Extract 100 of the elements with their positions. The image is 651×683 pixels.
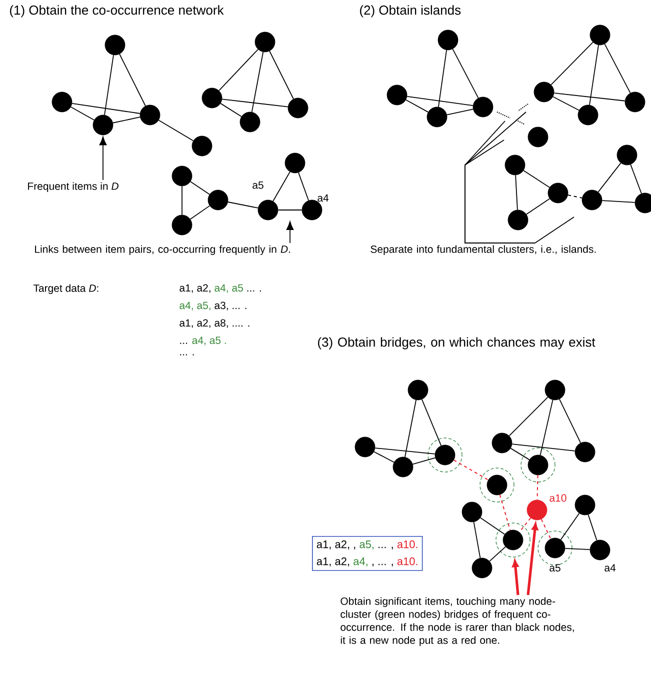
graph-link <box>228 202 258 208</box>
graph-link <box>554 92 626 102</box>
graph-node <box>386 84 408 106</box>
data-item: a1, a2, a8, .... . <box>180 319 250 328</box>
graph-link <box>438 50 447 108</box>
graph-node <box>472 96 494 118</box>
graph-node <box>504 154 526 176</box>
graph-node <box>438 30 458 50</box>
graph-node <box>528 126 548 148</box>
graph-link <box>499 494 511 531</box>
graph-link <box>523 170 550 188</box>
graph-link <box>602 200 636 203</box>
graph-node <box>616 144 638 166</box>
graph-link <box>550 42 594 86</box>
graph-link <box>489 546 506 562</box>
graph-link <box>298 172 309 201</box>
graph-node <box>408 380 428 400</box>
arrow <box>512 560 520 596</box>
data-item: a4, a5, <box>180 302 210 310</box>
graph-node <box>574 442 596 462</box>
node-label: a4 <box>318 194 329 202</box>
graph-link <box>251 52 264 112</box>
title: (1) Obtain the co-occurrence network <box>10 5 224 18</box>
graph-node <box>544 380 566 400</box>
data-item: a3, ... . <box>214 302 246 310</box>
node-label: a4 <box>604 564 616 572</box>
graph-node <box>208 190 228 210</box>
graph-node <box>392 456 414 478</box>
graph-link <box>72 103 140 114</box>
graph-node <box>202 88 222 108</box>
graph-link <box>119 54 146 106</box>
graph-link <box>446 108 474 116</box>
data-item: ... <box>180 342 187 344</box>
data-box: a1, a2, , a5, ... , a10. a1, a2, a4, , ... , a10. <box>312 536 423 571</box>
arrow <box>99 136 107 180</box>
graph-link <box>560 512 580 540</box>
graph-link <box>604 44 631 94</box>
graph-node <box>590 540 610 560</box>
graph-link <box>589 44 599 106</box>
graph-node <box>104 34 126 56</box>
graph-node <box>288 98 308 118</box>
graph-link <box>112 116 140 124</box>
graph-link <box>515 174 518 210</box>
graph-node <box>258 200 278 220</box>
graph-node <box>624 92 646 112</box>
graph-node <box>462 502 482 522</box>
node-label: a10 <box>550 494 566 502</box>
graph-node <box>192 136 212 156</box>
graph-link <box>540 400 554 456</box>
graph-node <box>354 436 376 458</box>
graph-link <box>190 205 210 220</box>
graph-link <box>70 106 95 120</box>
graph-link <box>512 444 576 452</box>
text-label: Separate into fundamental clusters, i.e., islands. <box>370 245 596 255</box>
graph-node <box>52 92 72 112</box>
graph-node <box>92 114 114 136</box>
node-label: a5 <box>252 181 264 189</box>
graph-node <box>544 538 566 558</box>
graph-link <box>559 398 581 444</box>
graph-link <box>568 194 583 198</box>
graph-node <box>472 558 492 578</box>
leader-line <box>534 216 574 244</box>
graph-node <box>486 474 508 496</box>
graph-link <box>473 522 481 558</box>
graph-node <box>578 104 598 126</box>
arrow <box>286 221 294 244</box>
graph-node <box>254 32 276 52</box>
graph-link <box>452 48 479 98</box>
text-label: Frequent items in D <box>28 182 118 192</box>
graph-node <box>492 432 512 454</box>
graph-link <box>552 96 580 111</box>
graph-node <box>502 530 524 550</box>
graph-link <box>564 548 590 550</box>
graph-link <box>406 99 429 113</box>
graph-link <box>222 98 288 108</box>
graph-link <box>269 50 294 100</box>
graph-node <box>434 444 456 466</box>
graph-node <box>240 112 260 132</box>
graph-link <box>404 400 416 458</box>
graph-node <box>426 106 448 128</box>
graph-link <box>158 120 194 142</box>
graph-node <box>528 454 548 476</box>
graph-node <box>526 500 548 520</box>
graph-link <box>374 448 436 454</box>
data-item: a1, a2, <box>180 284 210 293</box>
graph-node <box>140 104 160 126</box>
graph-link <box>480 517 506 535</box>
graph-link <box>220 103 242 117</box>
data-item: a4, a5 . <box>192 336 226 346</box>
graph-node <box>172 166 192 186</box>
node-label: a5 <box>550 564 560 572</box>
graph-link <box>190 181 210 195</box>
data-item: ... . <box>247 290 261 292</box>
graph-link <box>598 162 622 192</box>
graph-link <box>540 518 552 540</box>
graph-link <box>508 396 548 436</box>
graph-node <box>590 24 610 46</box>
title: (2) Obtain islands <box>360 5 461 18</box>
graph-node <box>534 82 554 102</box>
arrow <box>526 523 538 596</box>
